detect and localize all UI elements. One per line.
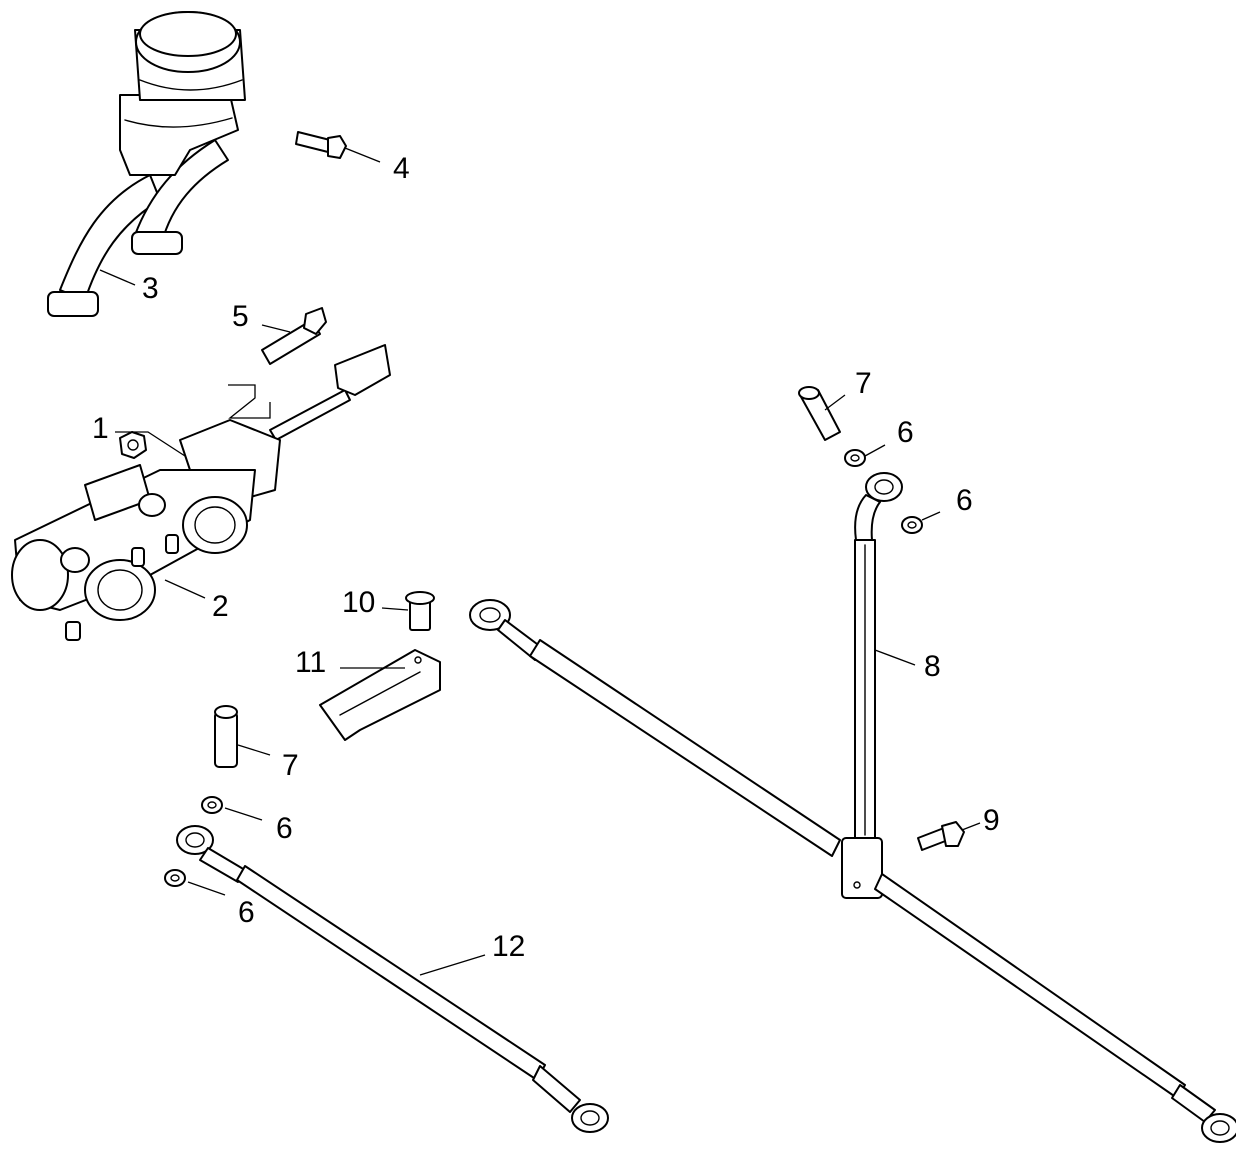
nut-1 [119, 431, 147, 459]
callout-6d: 6 [238, 896, 255, 929]
callout-6c: 6 [276, 812, 293, 845]
brake-line-8 [841, 472, 903, 899]
callout-8: 8 [924, 650, 941, 683]
washer-6d [164, 869, 186, 887]
brake-line-12 [176, 825, 609, 1133]
leader-lines [99, 147, 981, 976]
callout-5: 5 [232, 300, 249, 333]
callouts: 1 2 3 4 5 6 6 6 6 7 7 8 9 10 11 12 [92, 152, 1000, 963]
banjo-bolt-7a [798, 386, 841, 441]
flange-bolt-4 [295, 131, 347, 159]
callout-1: 1 [92, 412, 109, 445]
bracket-11 [319, 649, 441, 741]
washer-6a [844, 449, 866, 467]
callout-2: 2 [212, 590, 229, 623]
washer-6b [901, 516, 923, 534]
washer-6c [201, 796, 223, 814]
reservoir-assembly [47, 11, 246, 317]
callout-12: 12 [492, 930, 525, 963]
bushing-10 [405, 591, 435, 631]
brake-line-long [469, 599, 1236, 1143]
callout-10: 10 [342, 586, 375, 619]
callout-9: 9 [983, 804, 1000, 837]
master-cylinder-2 [11, 344, 391, 641]
callout-6b: 6 [956, 484, 973, 517]
callout-11: 11 [295, 646, 326, 679]
callout-4: 4 [393, 152, 410, 185]
pin-5 [261, 307, 327, 365]
flange-bolt-9 [917, 821, 965, 851]
callout-7a: 7 [855, 367, 872, 400]
callout-7b: 7 [282, 749, 299, 782]
callout-6a: 6 [897, 416, 914, 449]
banjo-bolt-7b [214, 705, 238, 768]
callout-3: 3 [142, 272, 159, 305]
